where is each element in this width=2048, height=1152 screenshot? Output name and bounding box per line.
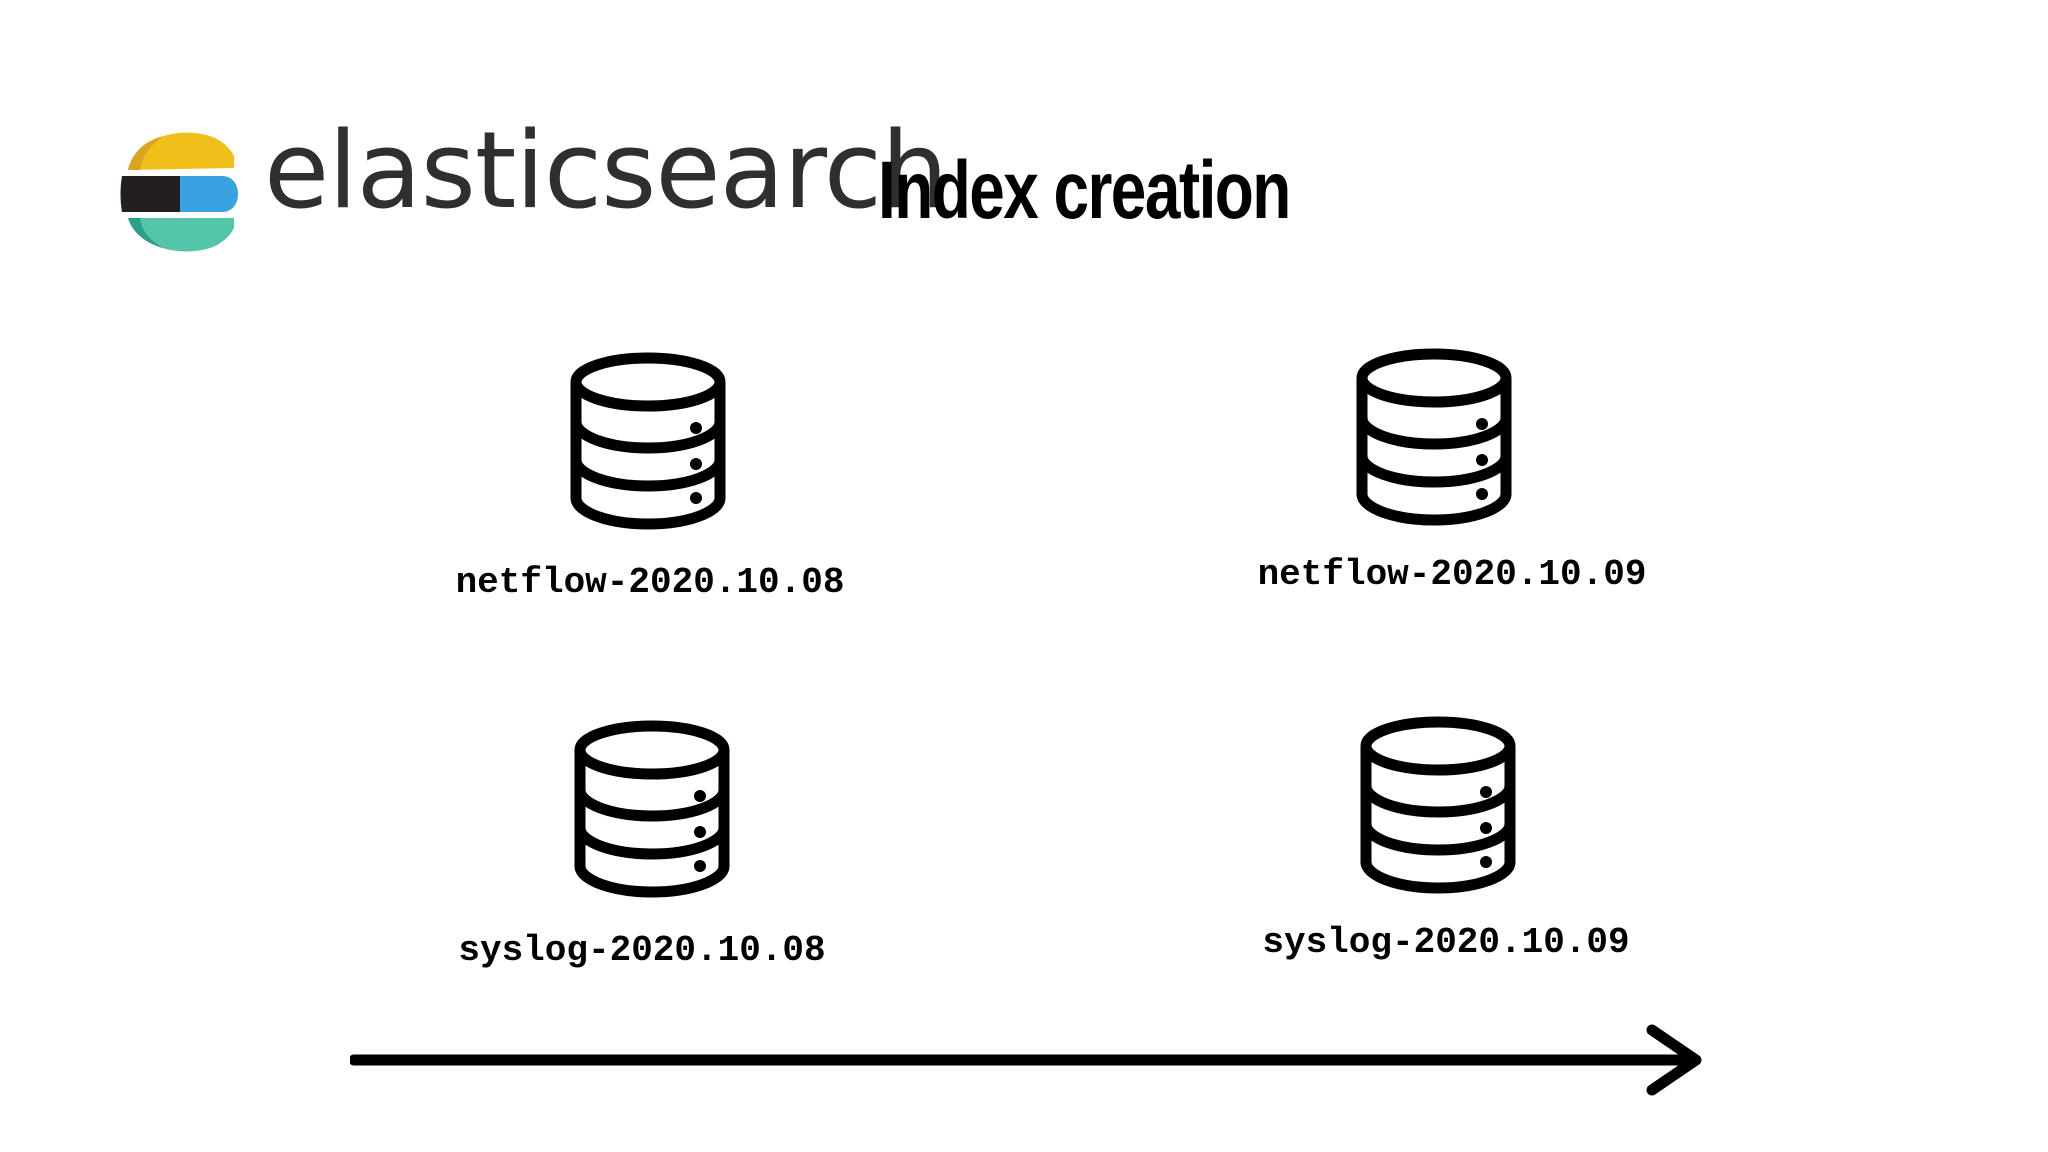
arrow-right-icon <box>350 1024 1702 1096</box>
index-label-syslog-2020-10-09: syslog-2020.10.09 <box>1262 922 1630 963</box>
index-label-netflow-2020-10-09: netflow-2020.10.09 <box>1257 554 1647 595</box>
database-icon <box>570 352 726 530</box>
database-icon <box>1356 348 1512 526</box>
index-label-netflow-2020-10-08: netflow-2020.10.08 <box>455 562 845 603</box>
elasticsearch-logo-icon <box>120 132 238 252</box>
index-label-syslog-2020-10-08: syslog-2020.10.08 <box>458 930 826 971</box>
brand-name: elasticsearch <box>264 109 948 232</box>
database-icon <box>574 720 730 898</box>
database-icon <box>1360 716 1516 894</box>
slide-title: Index creation <box>878 145 1291 236</box>
